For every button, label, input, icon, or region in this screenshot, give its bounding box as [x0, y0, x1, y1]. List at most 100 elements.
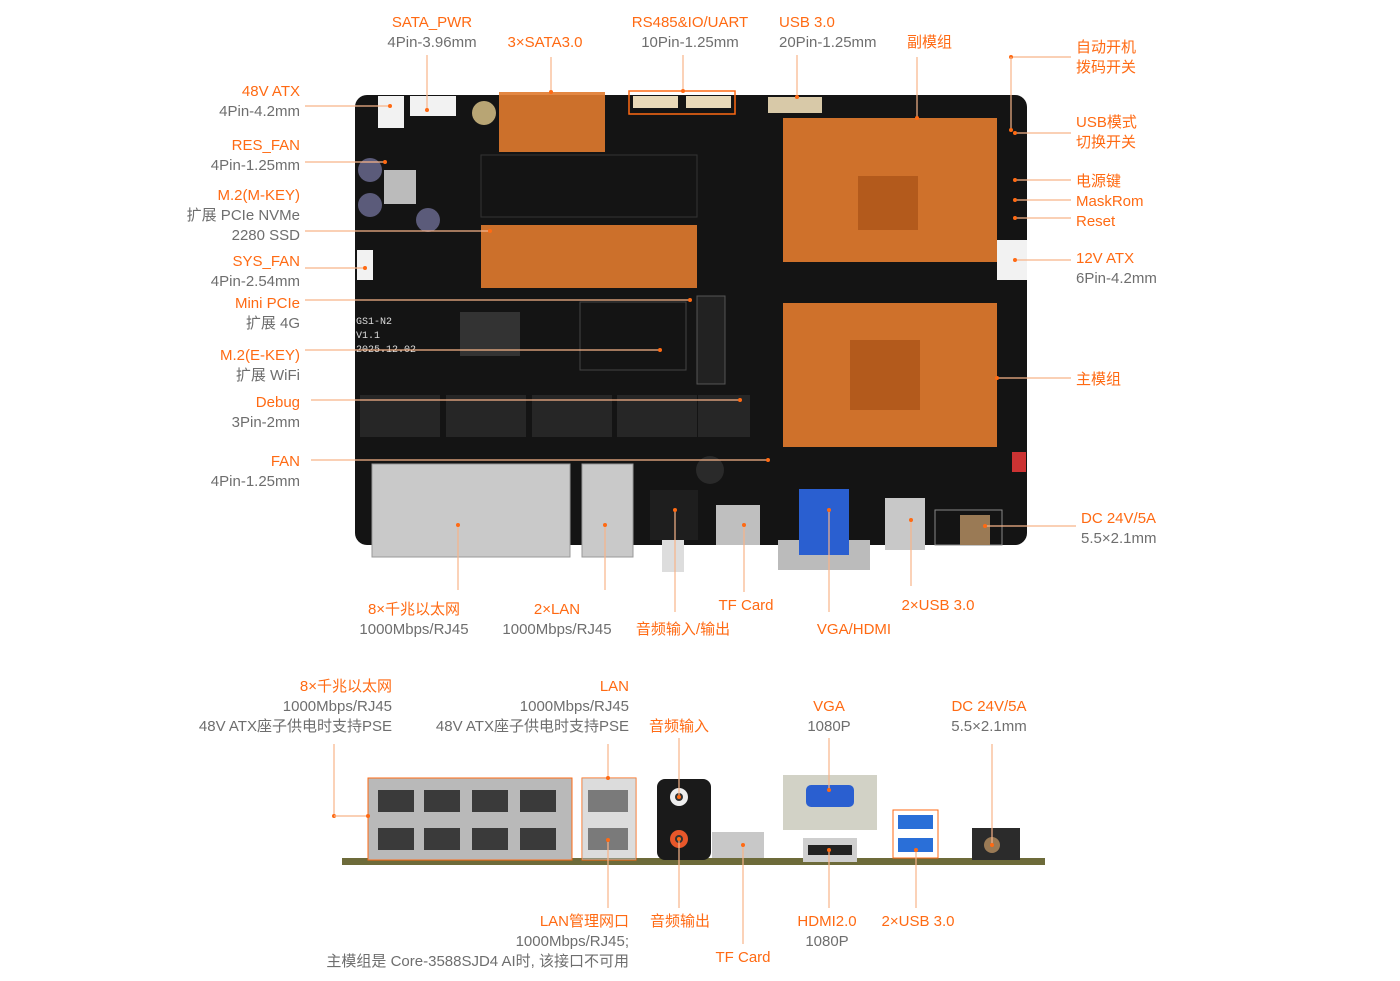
callout-label: DC 24V/5A 5.5×2.1mm: [951, 697, 1026, 737]
callout-detail: 1000Mbps/RJ45: [502, 621, 612, 638]
leader-dot: [673, 508, 677, 512]
leader-dot: [995, 376, 999, 380]
callout-title: 8×千兆以太网: [299, 678, 392, 695]
callout-detail: 4Pin-1.25mm: [210, 473, 300, 490]
callout-label: TF Card: [715, 948, 770, 968]
callout-title: RES_FAN: [231, 137, 300, 154]
callout-label: 音频输入/输出: [636, 620, 730, 640]
silkscreen-line-2: V1.1: [356, 331, 380, 342]
leader-dot: [795, 95, 799, 99]
callout-title: 音频输入: [649, 718, 710, 735]
leader-dot: [366, 814, 370, 818]
callout-label: MaskRom: [1076, 192, 1144, 212]
leader-dot: [658, 348, 662, 352]
callout-title: SYS_FAN: [232, 253, 300, 270]
leader-dot: [677, 837, 681, 841]
leader-dot: [766, 458, 770, 462]
callout-title: DC 24V/5A: [951, 698, 1027, 715]
callout-label: SYS_FAN 4Pin-2.54mm: [211, 252, 300, 292]
callout-title: SATA_PWR: [391, 14, 473, 31]
sata-pwr-connector: [410, 96, 456, 116]
callout-detail: 3Pin-2mm: [231, 414, 300, 431]
callout-title: HDMI2.0: [797, 913, 857, 930]
callout-label: VGA/HDMI: [817, 620, 891, 640]
leader-dot: [1013, 131, 1017, 135]
leader-dot: [1013, 258, 1017, 262]
leader-dot: [827, 788, 831, 792]
callout-label: 自动开机拨码开关: [1076, 38, 1136, 78]
tf-card-slot: [716, 505, 760, 545]
callout-label: USB模式切换开关: [1076, 113, 1137, 153]
callout-label: Reset: [1076, 212, 1115, 232]
callout-label: 主模组: [1076, 370, 1121, 390]
m2-mkey-ssd: [481, 225, 697, 288]
leader-dot: [488, 229, 492, 233]
callout-label: USB 3.0 20Pin-1.25mm: [779, 13, 877, 53]
vga-connector: [799, 489, 849, 555]
callout-label: 音频输入: [649, 717, 709, 737]
atx48-connector: [378, 96, 404, 128]
callout-detail: 1000Mbps/RJ45;: [515, 933, 629, 950]
leader-dot: [606, 838, 610, 842]
leader-dot: [915, 116, 919, 120]
callout-detail: 1000Mbps/RJ45: [359, 621, 469, 638]
leader-dot: [383, 160, 387, 164]
callout-label: 3×SATA3.0: [508, 33, 583, 53]
callout-label: 音频输出: [650, 912, 710, 932]
leader-dot: [1013, 178, 1017, 182]
callout-title: Reset: [1076, 213, 1116, 230]
leader-dot: [741, 843, 745, 847]
callout-title: MaskRom: [1076, 193, 1144, 210]
callout-detail: 4Pin-4.2mm: [219, 103, 300, 120]
leader-dot: [1013, 216, 1017, 220]
callout-title: VGA/HDMI: [816, 621, 892, 638]
leader-dot: [990, 843, 994, 847]
callout-title: 8×千兆以太网: [367, 601, 461, 618]
board-side-view: [342, 775, 1045, 865]
callout-title: USB 3.0: [779, 14, 835, 31]
callout-title: 2×USB 3.0: [901, 597, 975, 614]
leader-dot: [603, 523, 607, 527]
callout-title: RS485&IO/UART: [631, 14, 749, 31]
callout-title: M.2(E-KEY): [219, 347, 300, 364]
callout-detail: 5.5×2.1mm: [951, 718, 1027, 735]
callout-title: Mini PCIe: [234, 295, 300, 312]
callout-title: DC 24V/5A: [1081, 510, 1157, 527]
callout-detail: 拨码开关: [1076, 59, 1137, 76]
callout-title: 12V ATX: [1076, 250, 1135, 267]
callout-detail: 2280 SSD: [231, 227, 300, 244]
callout-title: 2×USB 3.0: [881, 913, 955, 930]
callout-title: VGA: [813, 698, 845, 715]
tf-card-front: [712, 832, 764, 858]
callout-detail: 1000Mbps/RJ45: [282, 698, 392, 715]
callout-label: 电源键: [1076, 172, 1121, 192]
callout-title: FAN: [270, 453, 300, 470]
leader-dot: [681, 89, 685, 93]
rj45-2port-block: [581, 463, 634, 558]
callout-label: 2×USB 3.0: [882, 912, 955, 932]
callout-title: TF Card: [718, 597, 774, 614]
callout-title: 主模组: [1076, 371, 1122, 388]
callout-detail: 4Pin-2.54mm: [210, 273, 300, 290]
chip: [460, 312, 520, 356]
callout-label: FAN 4Pin-1.25mm: [211, 452, 300, 492]
leader-dot: [914, 848, 918, 852]
callout-detail: 扩展 PCIe NVMe: [186, 207, 300, 224]
leader-dot: [677, 795, 681, 799]
callout-detail: 20Pin-1.25mm: [779, 34, 877, 51]
leader-dot: [742, 523, 746, 527]
callout-title: 音频输出: [649, 913, 711, 930]
